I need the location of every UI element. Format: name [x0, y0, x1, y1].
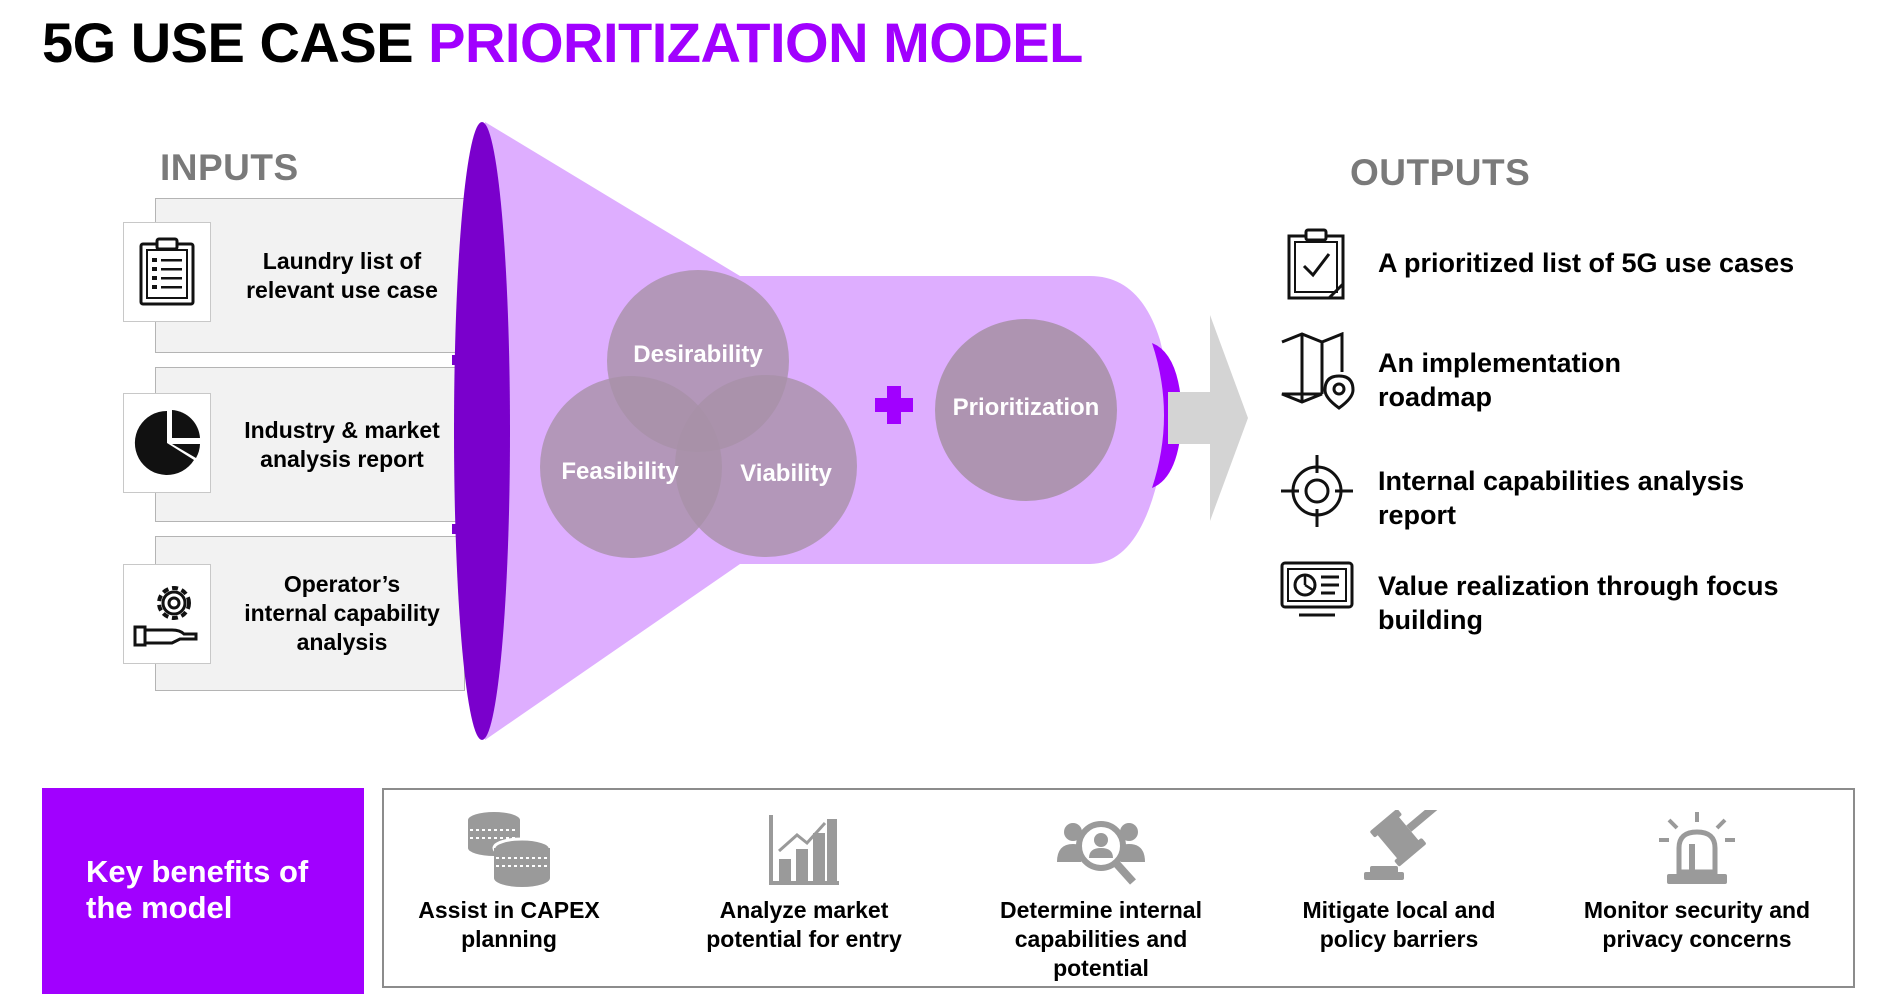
criterion-label: Viability	[740, 460, 832, 487]
funnel-outlet	[1152, 343, 1182, 488]
connector	[452, 355, 472, 365]
criterion-label: Desirability	[633, 341, 763, 368]
criterion-label: Feasibility	[561, 458, 679, 485]
viability-circle	[675, 375, 857, 557]
title-part1: 5G USE CASE	[42, 11, 414, 74]
prioritization-circle	[935, 319, 1117, 501]
target-icon	[1278, 452, 1356, 530]
checklist-icon	[1278, 226, 1356, 304]
gavel-icon	[1279, 804, 1519, 894]
output-text: A prioritized list of 5G use cases	[1378, 248, 1795, 278]
output-arrow	[1168, 315, 1248, 521]
people-search-icon	[981, 804, 1221, 894]
alarm-light-icon	[1577, 804, 1817, 894]
coins-icon	[389, 804, 629, 894]
outputs-label: OUTPUTS	[1350, 152, 1531, 193]
feasibility-circle	[540, 376, 722, 558]
plus-icon	[875, 386, 913, 424]
pie-chart-icon	[123, 393, 211, 493]
gear-hand-icon	[123, 564, 211, 664]
output-item: A prioritized list of 5G use cases	[1278, 226, 1858, 308]
inputs-label: INPUTS	[160, 147, 299, 188]
page-title: 5G USE CASE PRIORITIZATION MODEL	[42, 8, 1083, 78]
funnel-diagram	[454, 122, 1248, 740]
clipboard-list-icon	[123, 222, 211, 322]
result-label: Prioritization	[952, 394, 1100, 421]
title-part2: PRIORITIZATION MODEL	[428, 11, 1083, 74]
connector	[452, 524, 472, 534]
map-pin-icon	[1278, 332, 1356, 410]
funnel-mouth	[454, 122, 510, 740]
bar-chart-icon	[684, 804, 924, 894]
dashboard-monitor-icon	[1278, 551, 1356, 629]
